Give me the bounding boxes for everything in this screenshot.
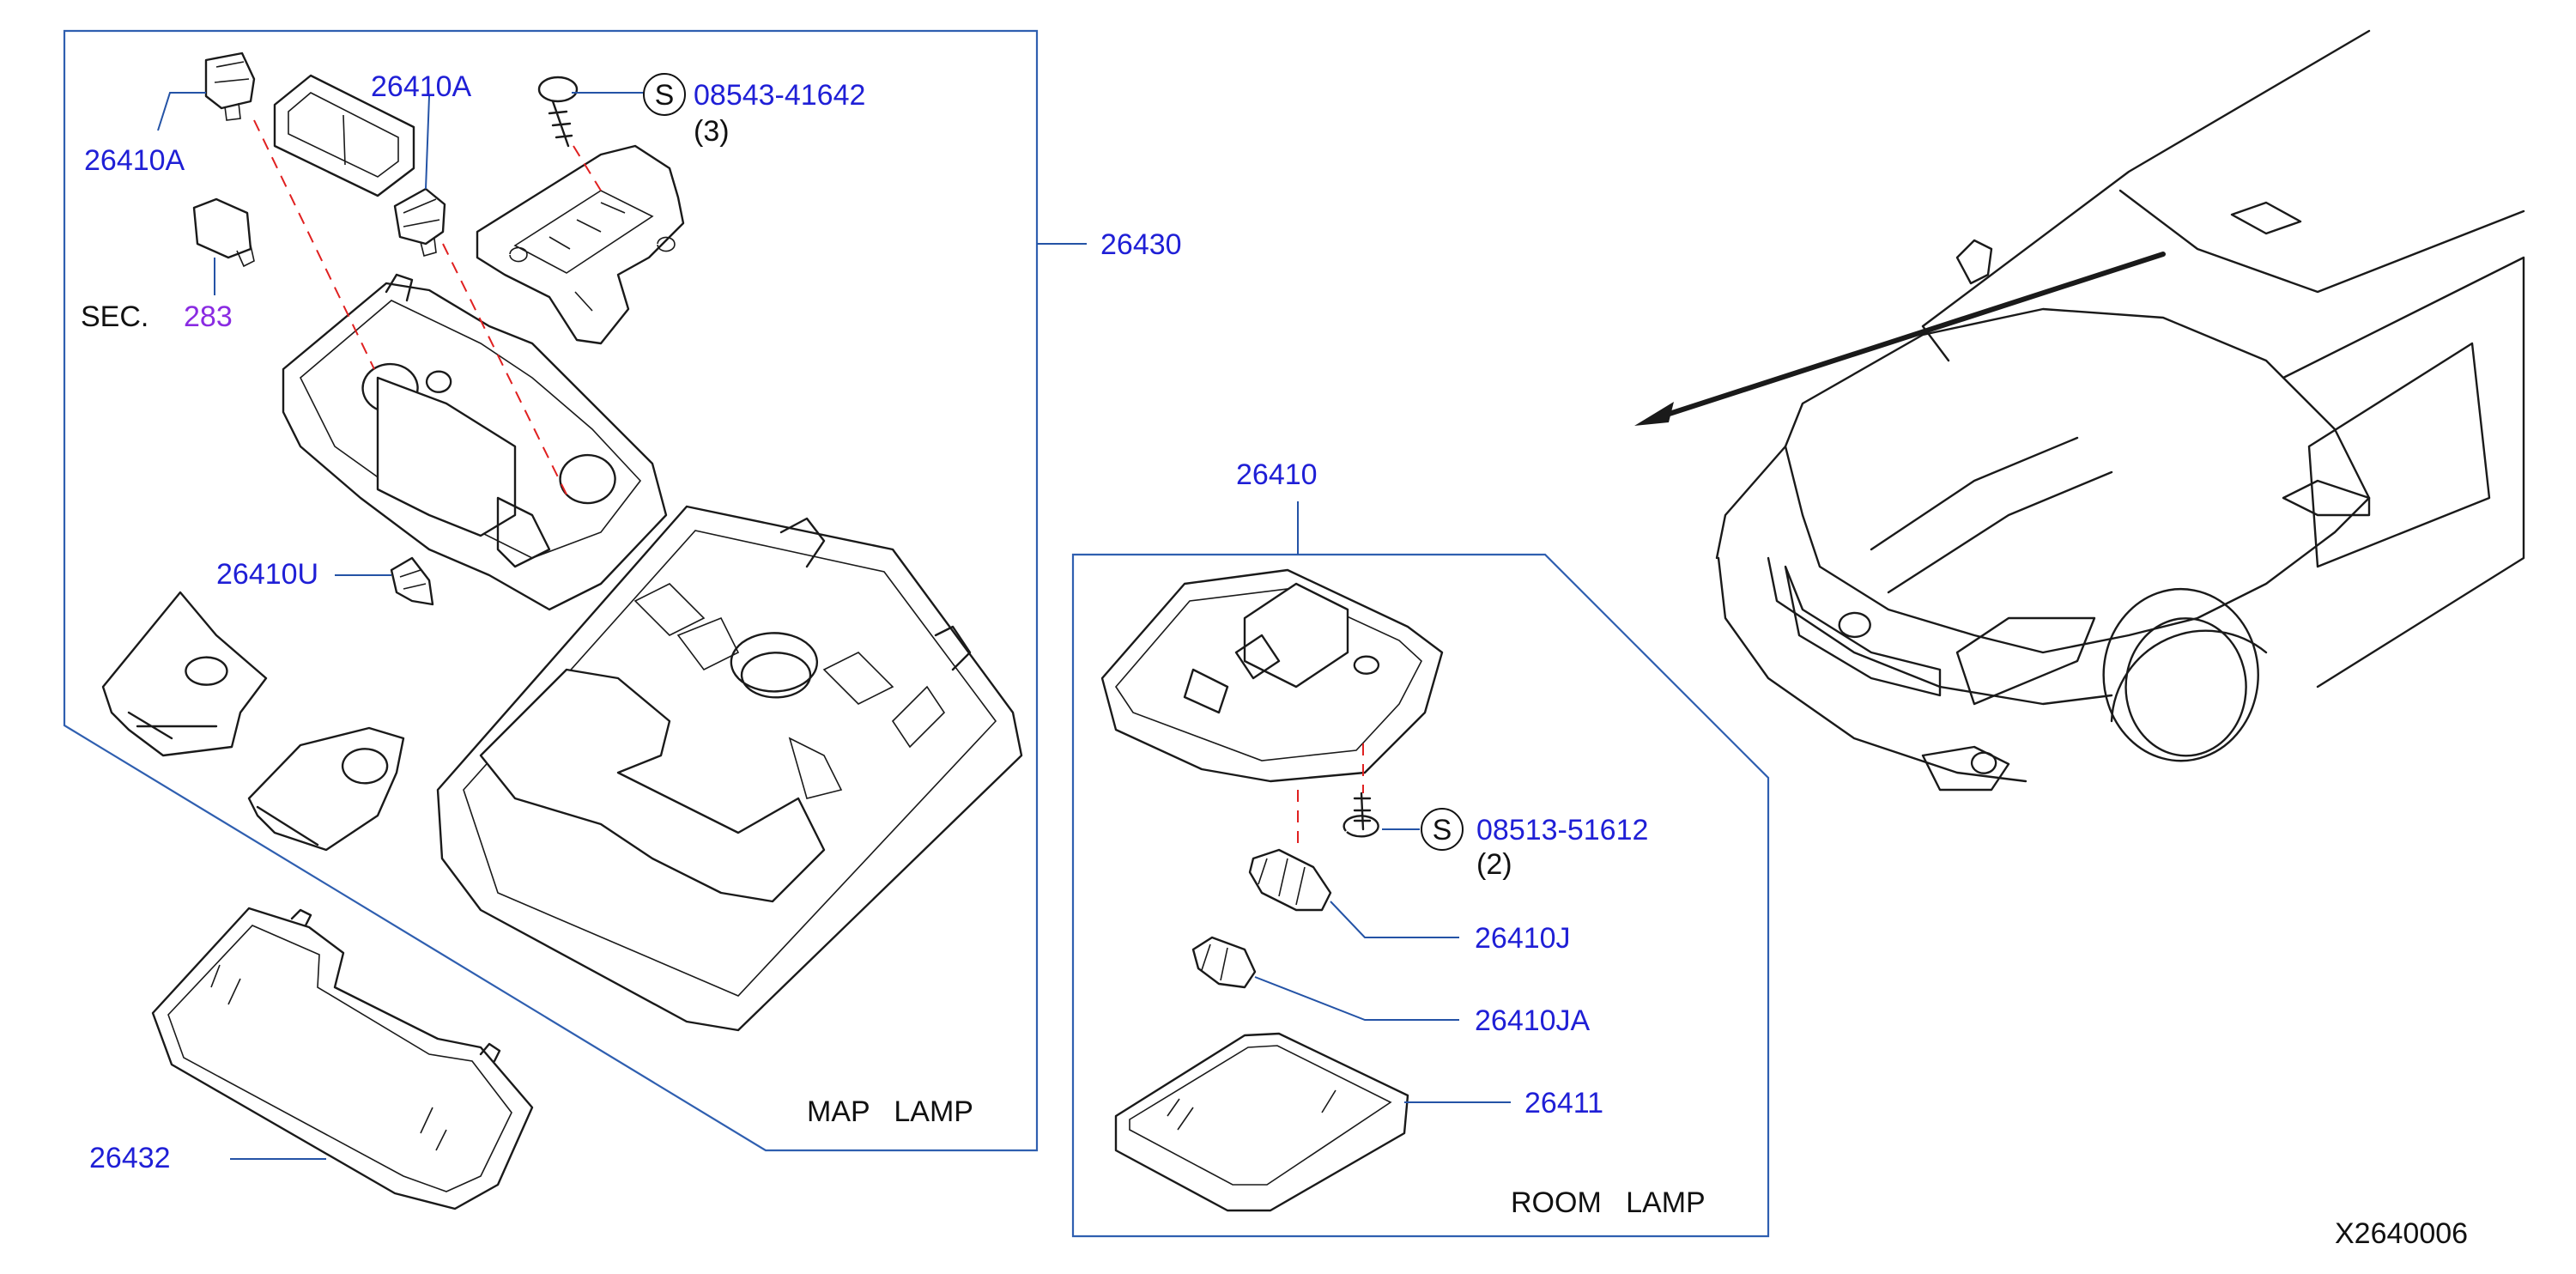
leader-26410ja [1254, 976, 1459, 1021]
console-frame-icon [436, 505, 1023, 1032]
screw-symbol-room: S [1433, 814, 1452, 846]
label-sec-number: 283 [184, 300, 233, 333]
bulb-icon [1248, 848, 1332, 912]
label-26430: 26430 [1100, 228, 1182, 261]
label-26410j: 26410J [1475, 922, 1571, 955]
connector-icon [192, 197, 255, 268]
map-lamp-housing-icon [282, 273, 668, 611]
label-26410: 26410 [1236, 458, 1318, 491]
switch-knob-icon [273, 74, 415, 197]
leader-26410a-left [157, 92, 206, 131]
label-26410u: 26410U [216, 558, 318, 591]
diagram-code: X2640006 [2335, 1217, 2468, 1250]
room-screw-icon [1343, 792, 1379, 838]
label-26411: 26411 [1524, 1087, 1603, 1119]
lamp-cover-left-icon [101, 591, 268, 757]
leader-26410a-right [425, 95, 430, 190]
room-lamp-frame [1071, 553, 1770, 1238]
room-lamp-title: ROOM LAMP [1511, 1186, 1706, 1219]
room-lamp-housing-icon [1100, 568, 1444, 783]
lamp-cover-right-icon [247, 726, 405, 852]
label-26410a-left: 26410A [84, 144, 185, 177]
label-screw-part-map: 08543-41642 [694, 79, 865, 112]
label-sec-prefix: SEC. [81, 300, 148, 333]
centerline-socket-left [253, 119, 375, 370]
mounting-bracket-icon [476, 144, 685, 345]
view-direction-arrow [1634, 252, 2166, 426]
bulb-socket-right-icon [393, 187, 446, 257]
map-lamp-title: MAP LAMP [807, 1095, 973, 1128]
screw-symbol-map: S [655, 79, 675, 112]
centerline-socket-right [442, 243, 567, 495]
clip-icon [390, 556, 434, 606]
screw-icon [537, 76, 579, 148]
centerline-screw [573, 145, 602, 191]
map-lamp-frame [63, 29, 1039, 1152]
room-lamp-lens-icon [1114, 1032, 1409, 1212]
screw-symbol-circle-room [1421, 808, 1464, 851]
label-screw-part-room: 08513-51612 [1476, 814, 1648, 846]
screw-symbol-circle-map [643, 73, 686, 116]
label-26432: 26432 [89, 1142, 171, 1174]
bulb-socket-icon [1191, 936, 1257, 989]
bulb-socket-left-icon [204, 52, 256, 121]
label-26410a-right: 26410A [371, 70, 472, 103]
label-screw-qty-room: (2) [1476, 848, 1512, 881]
leader-26410j [1330, 901, 1459, 938]
map-lamp-lens-icon [151, 907, 534, 1210]
car-front-quarter-icon [1715, 29, 2525, 792]
label-26410ja: 26410JA [1475, 1004, 1591, 1037]
label-screw-qty-map: (3) [694, 115, 730, 148]
